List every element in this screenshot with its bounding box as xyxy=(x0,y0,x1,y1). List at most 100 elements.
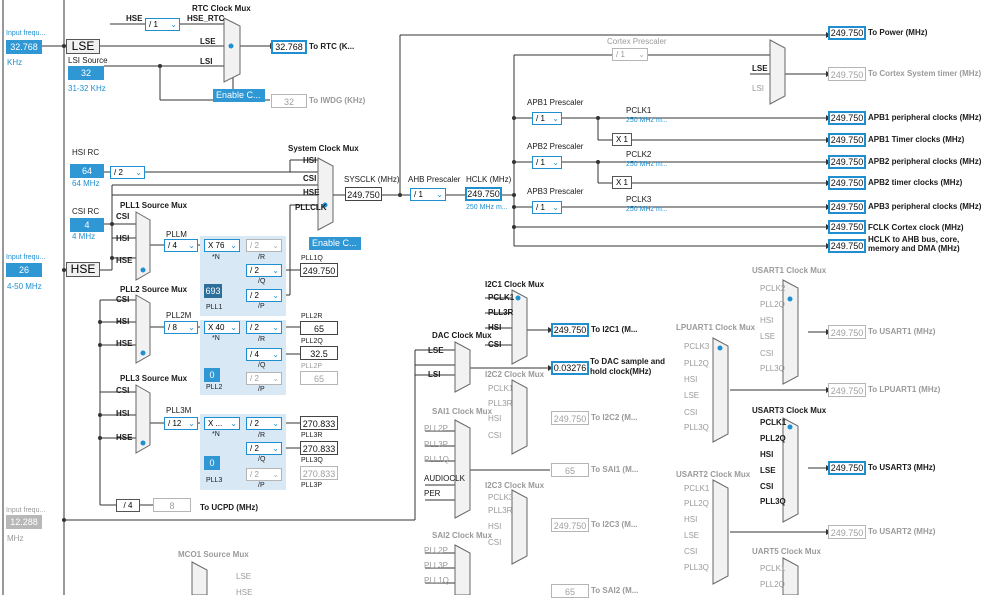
apb3-prescaler-select[interactable]: / 1⌄ xyxy=(532,201,562,214)
uart5-mux-title: UART5 Clock Mux xyxy=(752,547,821,556)
hclk-max: 250 MHz m... xyxy=(466,204,508,211)
sai2-input-2: PLL3P xyxy=(424,561,449,570)
pll1-q-select[interactable]: / 2⌄ xyxy=(246,264,282,277)
pll1-n-select[interactable]: X 76⌄ xyxy=(204,239,240,252)
ahb-prescaler-select[interactable]: / 1⌄ xyxy=(410,188,446,201)
i2c2-input-3: HSI xyxy=(488,414,502,423)
hclk-value[interactable]: 249.750 xyxy=(465,187,502,201)
rtc-enable-css-button[interactable]: Enable C... xyxy=(213,89,265,102)
pll1-r-label: /R xyxy=(258,254,265,261)
usart1-input-1: PCLK2 xyxy=(760,284,786,293)
i2c2-mux-title: I2C2 Clock Mux xyxy=(485,370,545,379)
pll2-r-select[interactable]: / 2⌄ xyxy=(246,321,282,334)
pll1-r-select[interactable]: / 2⌄ xyxy=(246,239,282,252)
output-apb2-timer-value: 249.750 xyxy=(828,176,866,190)
lpuart1-input-5: CSI xyxy=(684,408,698,417)
lse-unit: KHz xyxy=(7,58,23,67)
pll2-source-mux-title: PLL2 Source Mux xyxy=(120,285,188,294)
pll2-p-select[interactable]: / 2⌄ xyxy=(246,372,282,385)
pclk2-label: PCLK2 xyxy=(626,150,652,159)
usart2-value: 249.750 xyxy=(828,525,866,539)
i2c2-value: 249.750 xyxy=(551,411,589,425)
output-apb2-periph-value: 249.750 xyxy=(828,155,866,169)
csi-rc-label: CSI RC xyxy=(72,207,100,216)
pll2-n-label: *N xyxy=(212,335,220,342)
pll3-hse-label: HSE xyxy=(116,433,133,442)
pll2r-value: 65 xyxy=(300,321,338,335)
hse-frequency-input[interactable]: 26 xyxy=(6,263,42,277)
pll1-hsi-label: HSI xyxy=(116,234,130,243)
pclk1-max: 250 MHz m... xyxy=(626,117,668,124)
pll1-csi-label: CSI xyxy=(116,212,130,221)
apb2-prescaler-select[interactable]: / 1⌄ xyxy=(532,156,562,169)
dac-mux-title: DAC Clock Mux xyxy=(432,331,492,340)
pll3-hsi-label: HSI xyxy=(116,409,130,418)
pll2-n-select[interactable]: X 40⌄ xyxy=(204,321,240,334)
apb1-prescaler-select[interactable]: / 1⌄ xyxy=(532,112,562,125)
usart1-input-2: PLL2Q xyxy=(760,300,785,309)
pll2-frac-value[interactable]: 0 xyxy=(204,368,220,382)
apb1-timer-multiplier: X 1 xyxy=(612,133,632,146)
usart2-input-4: LSE xyxy=(684,531,700,540)
ext-unit: MHz xyxy=(7,534,24,543)
sai1-mux-title: SAI1 Clock Mux xyxy=(432,407,493,416)
pll3-r-label: /R xyxy=(258,432,265,439)
i2c2-input-2: PLL3R xyxy=(488,399,513,408)
lpuart1-value: 249.750 xyxy=(828,383,866,397)
pll1-name: PLL1 xyxy=(206,304,223,311)
sai1-value: 65 xyxy=(551,463,589,477)
usart1-input-6: PLL3Q xyxy=(760,364,785,373)
rtc-hse-divider-select[interactable]: / 1⌄ xyxy=(145,18,180,31)
pll3-q-select[interactable]: / 2⌄ xyxy=(246,442,282,455)
pll1-m-select[interactable]: / 4⌄ xyxy=(164,239,198,252)
sai2-label: To SAI2 (M... xyxy=(591,586,639,595)
sai1-mux-shape xyxy=(454,419,471,519)
sai1-input-4: AUDIOCLK xyxy=(424,474,465,483)
cortex-prescaler-select[interactable]: / 1⌄ xyxy=(612,48,648,61)
pll1-hse-label: HSE xyxy=(116,256,133,265)
output-apb3-periph-label: APB3 peripheral clocks (MHz) xyxy=(868,202,982,211)
usart1-input-4: LSE xyxy=(760,332,776,341)
usart3-input-4: LSE xyxy=(760,466,776,475)
cortex-timer-mux-shape xyxy=(769,39,786,105)
pll3-name: PLL3 xyxy=(206,477,223,484)
sys-enable-css-button[interactable]: Enable C... xyxy=(309,237,361,250)
pll1-p-select[interactable]: / 2⌄ xyxy=(246,289,282,302)
output-cortex-timer-value: 249.750 xyxy=(828,67,866,81)
sysmux-pllclk-label: PLLCLK xyxy=(295,203,327,212)
apb2-timer-multiplier: X 1 xyxy=(612,176,632,189)
pll3-r-select[interactable]: / 2⌄ xyxy=(246,417,282,430)
sysclk-value: 249.750 xyxy=(345,187,382,201)
mco1-mux-title: MCO1 Source Mux xyxy=(178,550,249,559)
iwdg-frequency-value: 32 xyxy=(271,94,307,108)
usart3-input-2: PLL2Q xyxy=(760,434,786,443)
iwdg-output-label: To IWDG (KHz) xyxy=(309,96,366,105)
hsi-rc-label: HSI RC xyxy=(72,148,100,157)
i2c1-mux-shape xyxy=(511,289,528,365)
pll1-frac-value[interactable]: 693 xyxy=(204,284,222,298)
mco1-input-1: LSE xyxy=(236,572,252,581)
pll3-m-select[interactable]: / 12⌄ xyxy=(164,417,198,430)
lse-source-box: LSE xyxy=(66,39,100,54)
usart2-input-5: CSI xyxy=(684,547,698,556)
ext-frequency-input[interactable]: 12.288 xyxy=(6,515,42,529)
pll1-p-label: /P xyxy=(258,303,265,310)
pll2-m-select[interactable]: / 8⌄ xyxy=(164,321,198,334)
sysmux-hse-label: HSE xyxy=(303,188,320,197)
pclk2-max: 250 MHz m... xyxy=(626,161,668,168)
pll3-n-select[interactable]: X ...⌄ xyxy=(204,417,240,430)
lpuart1-mux-title: LPUART1 Clock Mux xyxy=(676,323,756,332)
pll2-q-label: /Q xyxy=(258,362,266,369)
pll2m-label: PLL2M xyxy=(166,311,192,320)
usart2-input-1: PCLK1 xyxy=(684,484,710,493)
pll3-p-select[interactable]: / 2⌄ xyxy=(246,468,282,481)
i2c3-mux-shape xyxy=(511,489,528,565)
lse-frequency-input[interactable]: 32.768 xyxy=(6,40,42,54)
lpuart1-input-4: LSE xyxy=(684,391,700,400)
pll2-q-select[interactable]: / 4⌄ xyxy=(246,348,282,361)
i2c3-mux-title: I2C3 Clock Mux xyxy=(485,481,545,490)
usart2-mux-title: USART2 Clock Mux xyxy=(676,470,751,479)
dac-mux-shape xyxy=(454,341,471,393)
hsi-divider-select[interactable]: / 2⌄ xyxy=(110,166,145,179)
pll3-frac-value[interactable]: 0 xyxy=(204,456,220,470)
